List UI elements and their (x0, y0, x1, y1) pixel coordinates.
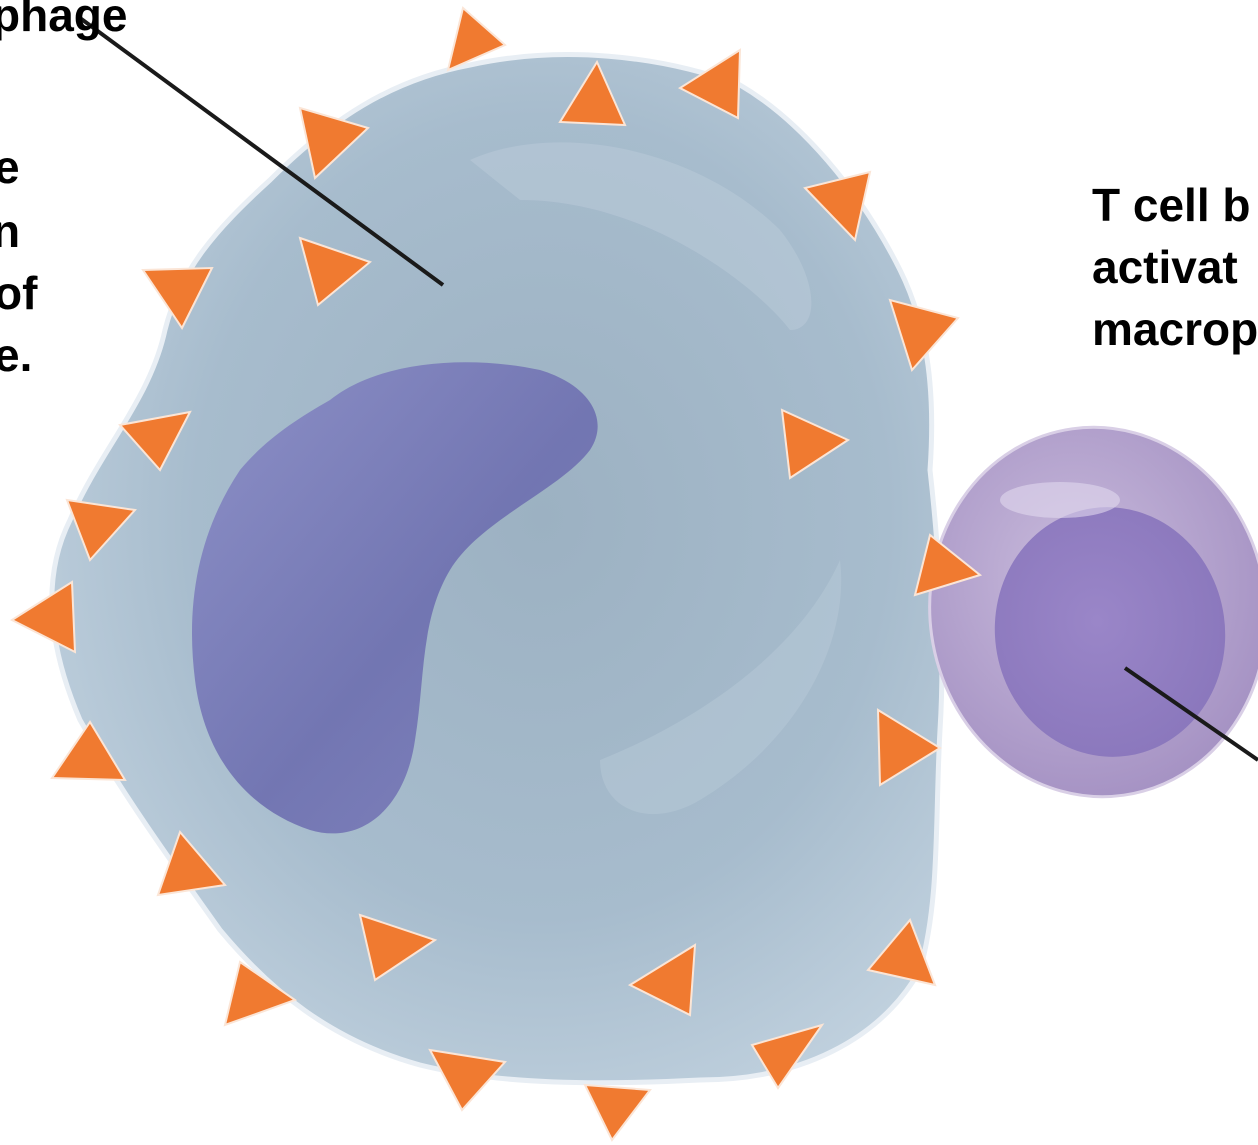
macrophage-label-line-5: e. (0, 332, 32, 378)
t-cell-label-line-1: T cell b (1092, 182, 1250, 228)
macrophage-label-line-3: n (0, 208, 20, 254)
orange-triangle-icon (12, 582, 75, 652)
macrophage-label-line-1: phage (0, 0, 127, 38)
t-cell-label-line-2: activat (1092, 244, 1238, 290)
macrophage-label-line-4: of (0, 270, 37, 316)
macrophage-label-line-2: e (0, 144, 20, 190)
macrophage-body (52, 55, 942, 1083)
t-cell-highlight (1000, 482, 1120, 518)
orange-triangle-icon (585, 1085, 650, 1140)
t-cell-label-line-3: macrop (1092, 306, 1258, 352)
